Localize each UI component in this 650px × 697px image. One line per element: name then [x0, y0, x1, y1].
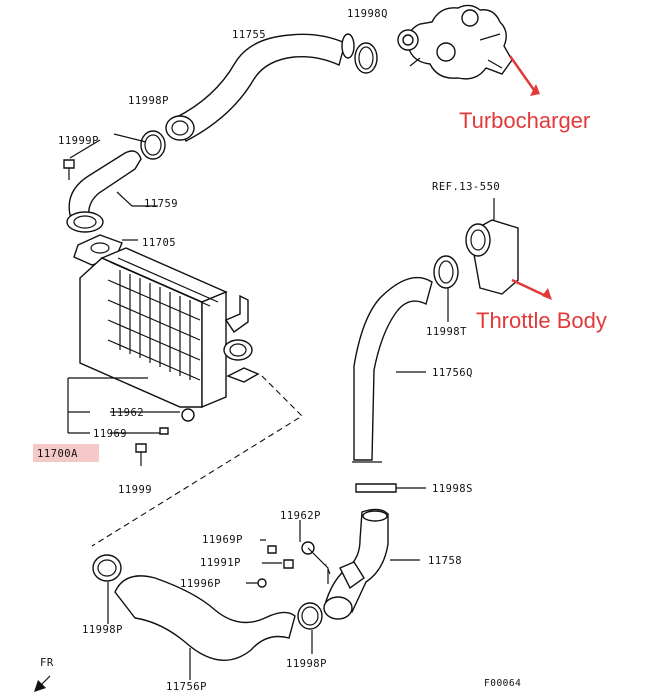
label-11756q: 11756Q — [432, 367, 473, 379]
intercooler-core — [79, 247, 260, 409]
bolt-11969p — [267, 545, 277, 554]
throttle-arrow — [511, 278, 552, 300]
hose-11755 — [174, 33, 346, 142]
label-fr: FR — [40, 657, 54, 669]
label-11758: 11758 — [428, 555, 462, 567]
pipe-11759 — [68, 150, 142, 218]
bolt-11969 — [159, 427, 169, 435]
label-11759: 11759 — [144, 198, 178, 210]
clamp-11998p-left — [92, 554, 122, 582]
highlight-11700a — [33, 444, 99, 462]
turbocharger-drawing — [397, 4, 513, 80]
label-11969: 11969 — [93, 428, 127, 440]
hose-11756q — [353, 276, 433, 461]
label-11705: 11705 — [142, 237, 176, 249]
callout-throttle-body: Throttle Body — [476, 308, 607, 333]
label-11996p: 11996P — [180, 578, 221, 590]
label-11999p: 11999P — [58, 135, 99, 147]
throttle-body-drawing — [465, 198, 519, 295]
bolt-11999 — [135, 443, 147, 466]
label-11998p-left: 11998P — [82, 624, 123, 636]
callout-turbocharger: Turbocharger — [459, 108, 590, 133]
label-11700a: 11700A — [37, 448, 78, 460]
turbo-arrow — [508, 55, 540, 96]
nut-11962-left — [181, 408, 195, 422]
label-11969p: 11969P — [202, 534, 243, 546]
sleeve-11998s — [355, 483, 397, 493]
label-11755: 11755 — [232, 29, 266, 41]
label-11999: 11999 — [118, 484, 152, 496]
label-11962-left: 11962 — [110, 407, 144, 419]
figure-code: F00064 — [484, 678, 521, 689]
hose-11756p — [114, 575, 296, 661]
front-direction-icon — [34, 675, 51, 692]
washer-11991p — [283, 559, 294, 569]
label-11998p-bottom: 11998P — [286, 658, 327, 670]
label-ref-13-550: REF.13-550 — [432, 181, 500, 193]
clamp-11998t — [433, 255, 459, 289]
label-11991p: 11991P — [200, 557, 241, 569]
label-11998p-top: 11998P — [128, 95, 169, 107]
label-11998s: 11998S — [432, 483, 473, 495]
bolt-11999p — [63, 159, 75, 180]
label-11756p: 11756P — [166, 681, 207, 693]
label-11998t: 11998T — [426, 326, 467, 338]
pipe-11758 — [323, 508, 389, 613]
label-11998q: 11998Q — [347, 8, 388, 20]
nut-11996p — [257, 578, 267, 588]
label-11962p: 11962P — [280, 510, 321, 522]
